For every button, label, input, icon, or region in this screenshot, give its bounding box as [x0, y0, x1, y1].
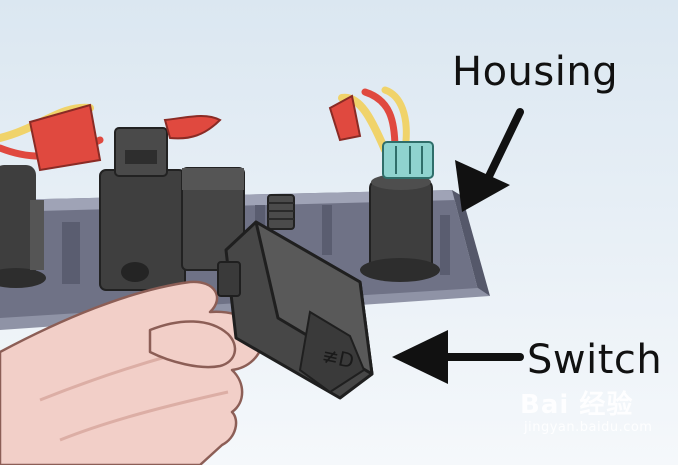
switch-body [217, 220, 374, 400]
wire-cap-right [328, 94, 362, 142]
relay-block [99, 114, 222, 291]
teal-connector [382, 141, 434, 179]
socket-right [360, 174, 440, 282]
switch-label: Switch [527, 337, 663, 383]
thumb [148, 320, 237, 369]
arrow-housing [455, 108, 524, 212]
wire-cap-left [28, 103, 102, 172]
connector-block-top [182, 168, 244, 190]
arrow-switch [392, 330, 524, 384]
spring-bolt [267, 194, 295, 230]
teal-connector-ribs [395, 146, 423, 174]
watermark: Bai 经验 jingyan.baidu.com [520, 384, 670, 454]
socket-left [0, 165, 46, 288]
watermark-site: jingyan.baidu.com [524, 420, 653, 435]
watermark-brand: Bai 经验 [520, 390, 634, 420]
housing-label: Housing [452, 49, 619, 95]
